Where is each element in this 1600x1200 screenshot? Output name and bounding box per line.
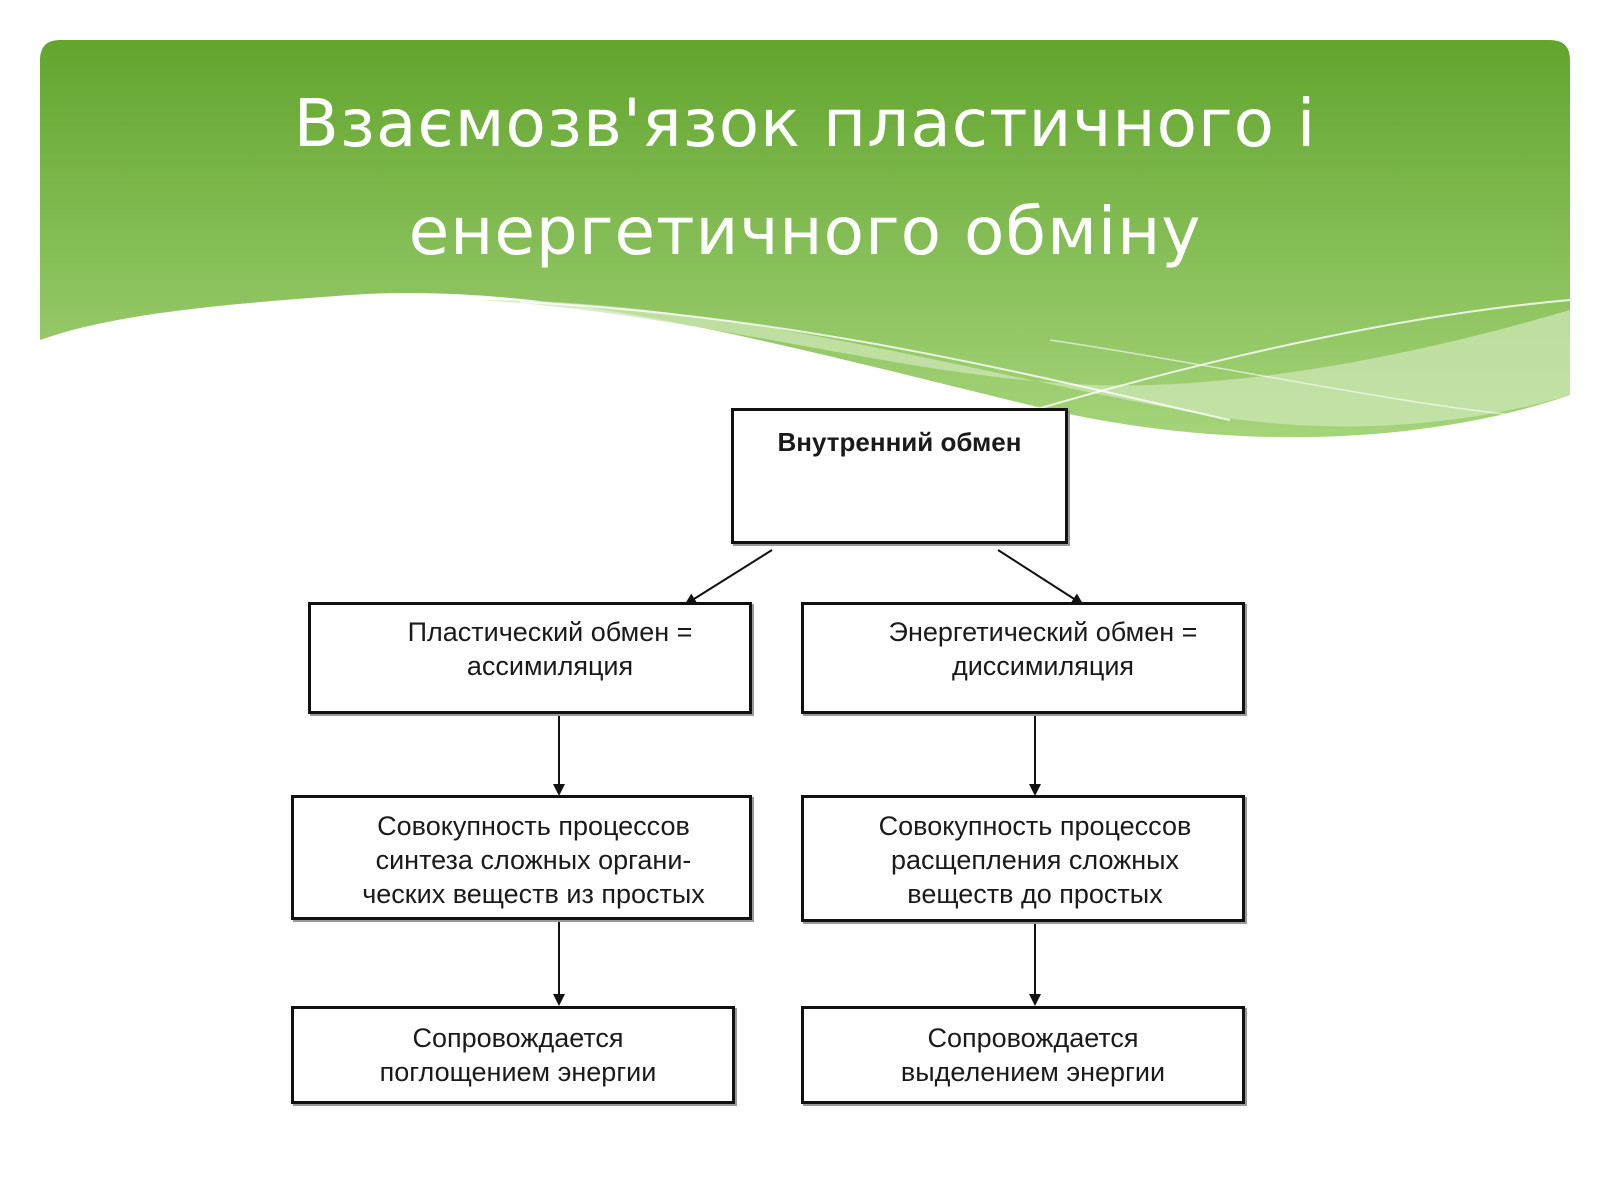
plastic-exchange-box: Пластический обмен = ассимиляция <box>308 602 752 714</box>
banner-background <box>40 40 1570 438</box>
box-text-line: ассимиляция <box>466 651 634 681</box>
box-text-line: Энергетический обмен = <box>888 617 1198 647</box>
box-text-line: ческих веществ из простых <box>362 879 705 909</box>
box-text-line: Сопровождается <box>927 1023 1139 1053</box>
synthesis-description-box: Совокупность процессов синтеза сложных о… <box>291 795 752 920</box>
box-text-line: Сопровождается <box>412 1023 624 1053</box>
energy-release-box: Сопровождается выделением энергии <box>801 1006 1245 1104</box>
energy-exchange-box: Энергетический обмен = диссимиляция <box>801 602 1245 714</box>
box-text-line: диссимиляция <box>951 651 1135 681</box>
banner-wave-line <box>1049 339 1571 421</box>
energy-absorption-box: Сопровождается поглощением энергии <box>291 1006 735 1104</box>
box-text-line: Совокупность процессов <box>377 811 690 841</box>
cleavage-description-box: Совокупность процессов расщепления сложн… <box>801 795 1245 922</box>
title-banner <box>40 40 1571 438</box>
box-text-line: веществ до простых <box>907 879 1163 909</box>
banner-wave-line <box>999 299 1571 421</box>
slide-title-line: Взаємозв'язок пластичного і <box>293 85 1317 162</box>
arrow-root-to-right <box>997 549 1084 606</box>
slide-title-line: енергетичного обміну <box>408 193 1202 270</box>
box-text-line: выделением энергии <box>900 1057 1166 1087</box>
box-text-line: Пластический обмен = <box>407 617 693 647</box>
slide-title: Взаємозв'язок пластичного і енергетичног… <box>40 70 1570 286</box>
arrow-root-to-left <box>684 549 773 606</box>
banner-wave-line <box>519 301 1231 421</box>
root-box: Внутренний обмен <box>731 408 1068 544</box>
root-label: Внутренний обмен <box>777 427 1022 457</box>
banner-wave <box>480 300 1570 427</box>
box-text-line: Совокупность процессов <box>878 811 1192 841</box>
box-text-line: поглощением энергии <box>379 1057 657 1087</box>
box-text-line: синтеза сложных органи- <box>375 845 692 875</box>
box-text-line: расщепления сложных <box>890 845 1180 875</box>
